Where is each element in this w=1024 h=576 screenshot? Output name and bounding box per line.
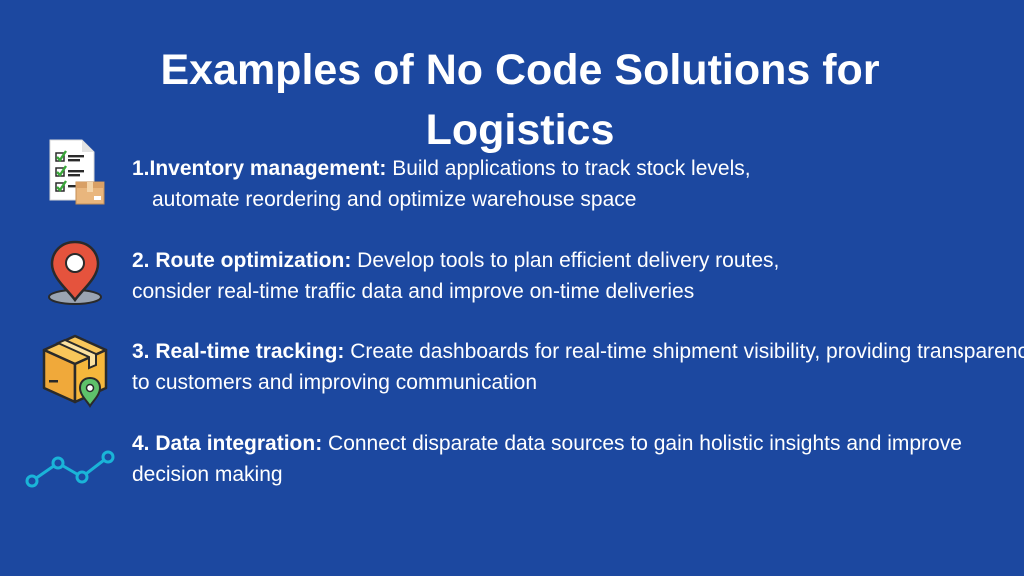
- list-item-inventory-management: 1.Inventory management: Build applicatio…: [132, 153, 751, 215]
- item-line-2: consider real-time traffic data and impr…: [132, 280, 695, 303]
- list-item-route-optimization: 2. Route optimization: Develop tools to …: [132, 245, 779, 307]
- slide-title: Examples of No Code Solutions for Logist…: [0, 40, 1024, 160]
- title-line-2: Logistics: [425, 106, 615, 154]
- item-line-2: decision making: [132, 463, 283, 486]
- map-pin-icon: [46, 238, 104, 308]
- title-line-1: Examples of No Code Solutions for: [160, 46, 880, 94]
- list-item-real-time-tracking: 3. Real-time tracking: Create dashboards…: [132, 336, 1024, 398]
- list-item-data-integration: 4. Data integration: Connect disparate d…: [132, 428, 962, 490]
- item-text: Develop tools to plan efficient delivery…: [351, 249, 780, 272]
- item-heading: 3. Real-time tracking:: [132, 340, 345, 363]
- item-text: Connect disparate data sources to gain h…: [322, 432, 962, 455]
- inventory-checklist-icon: [48, 138, 106, 206]
- package-location-icon: [40, 332, 110, 410]
- item-heading: 2. Route optimization:: [132, 249, 352, 272]
- item-text: Create dashboards for real-time shipment…: [344, 340, 1024, 363]
- item-heading: 4. Data integration:: [132, 432, 323, 455]
- item-heading: 1.Inventory management:: [132, 157, 387, 180]
- item-line-1: 4. Data integration: Connect disparate d…: [132, 428, 962, 459]
- item-text: Build applications to track stock levels…: [386, 157, 751, 180]
- item-line-2: automate reordering and optimize warehou…: [152, 188, 637, 211]
- item-line-1: 1.Inventory management: Build applicatio…: [132, 153, 751, 184]
- item-line-2: to customers and improving communication: [132, 371, 538, 394]
- line-graph-icon: [24, 448, 116, 490]
- item-line-1: 3. Real-time tracking: Create dashboards…: [132, 336, 1024, 367]
- item-line-1: 2. Route optimization: Develop tools to …: [132, 245, 779, 276]
